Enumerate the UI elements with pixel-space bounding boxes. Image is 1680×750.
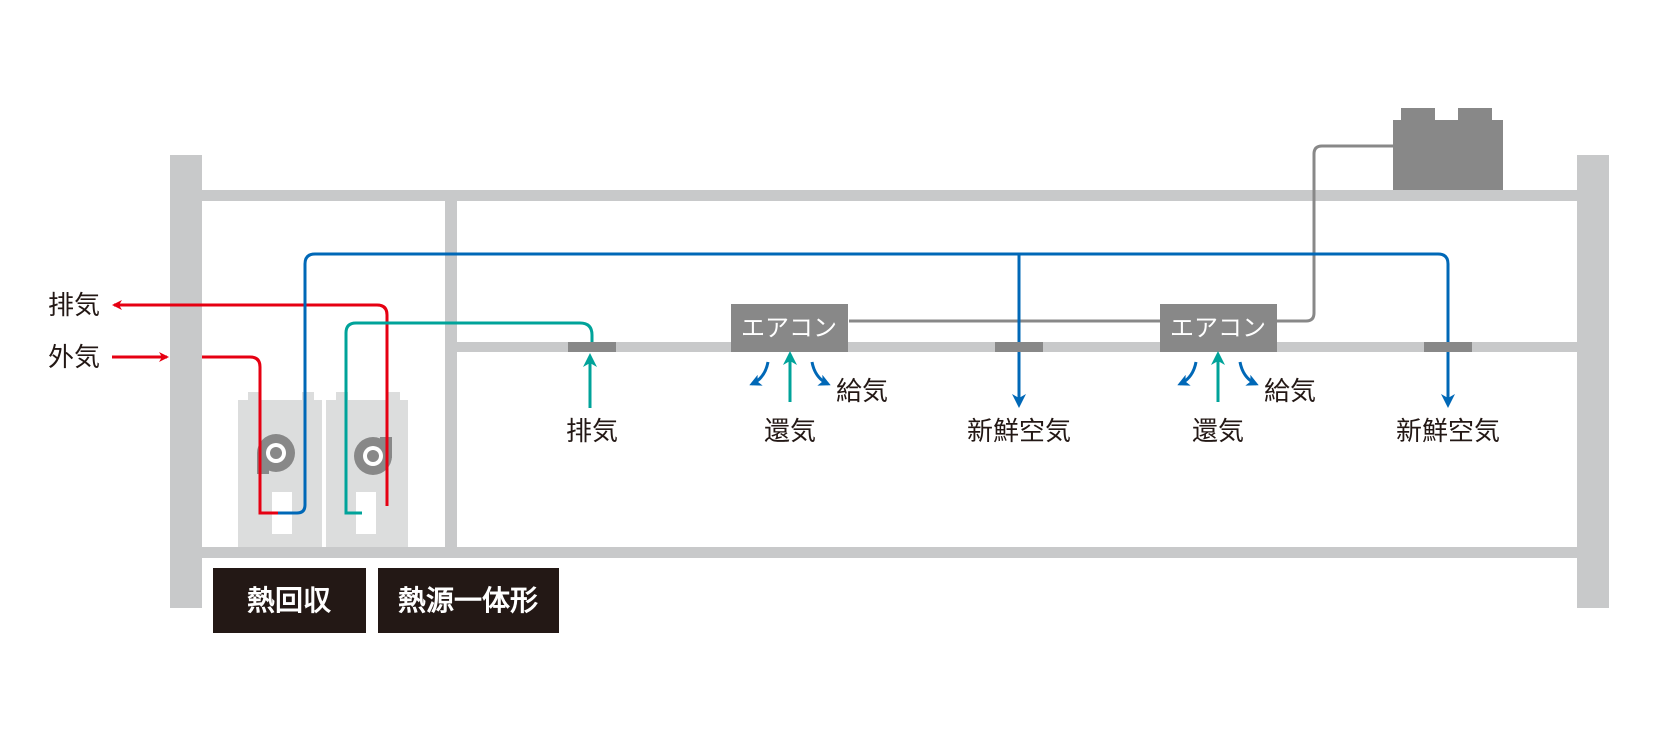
outdoor-unit-icon [1393,108,1503,190]
supply-arrow-left-2 [1177,361,1198,386]
right-wall [1577,155,1609,608]
return-air-label-2: 還気 [1192,417,1244,447]
supply-air-label-2: 給気 [1264,377,1316,407]
heat-source-integrated-tag: 熱源一体形 [378,568,559,633]
outdoor-air-duct-inner [202,355,285,515]
refrigerant-line [849,144,1393,323]
heat-recovery-tag-label: 熱回収 [247,584,332,617]
aircon-unit-1: エアコン [731,304,848,352]
blower-fan-icon [257,434,295,474]
return-air-duct [344,321,594,515]
return-air-label-1: 還気 [764,417,816,447]
supply-arrow-left-1 [749,361,770,386]
exhaust-grille-label: 排気 [566,417,618,447]
heat-recovery-tag: 熱回収 [213,568,366,633]
fresh-air-diffuser-2 [1424,342,1472,352]
heat-source-integrated-tag-label: 熱源一体形 [398,584,538,617]
exhaust-grille [568,342,616,352]
blower-fan-icon [354,437,392,475]
exhaust-outside-label: 排気 [48,291,100,321]
ventilation-units [238,392,408,547]
partition-wall [445,201,457,547]
supply-arrow-right-1 [810,361,831,386]
outdoor-air-label: 外気 [48,343,100,373]
fresh-air-diffuser-1 [995,342,1043,352]
fresh-air-label-2: 新鮮空気 [1396,417,1500,447]
left-wall [170,155,202,608]
aircon-label: エアコン [1170,314,1266,342]
roof-slab [202,190,1577,201]
fresh-air-duct [278,252,1455,515]
supply-air-label-1: 給気 [836,377,888,407]
floor-slab [202,547,1577,558]
aircon-label: エアコン [741,314,837,342]
aircon-unit-2: エアコン [1160,304,1277,352]
exhaust-duct [112,300,389,506]
supply-arrow-right-2 [1238,361,1259,386]
fresh-air-label-1: 新鮮空気 [967,417,1071,447]
